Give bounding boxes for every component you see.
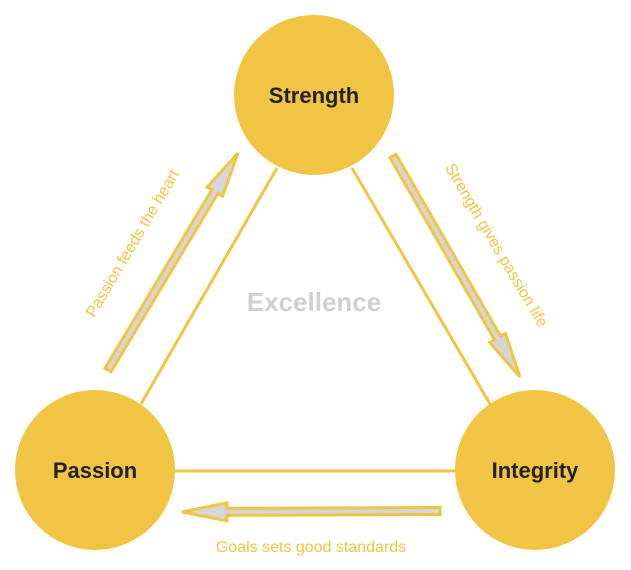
center-label: Excellence — [247, 287, 381, 317]
arrow-left-label: Passion feeds the heart — [83, 167, 183, 321]
line-strength-passion — [139, 167, 279, 405]
connector-lines — [139, 167, 492, 473]
arrow-right-label: Strength gives passion life — [441, 161, 550, 331]
arrow-passion-to-strength — [102, 151, 240, 374]
node-passion-label: Passion — [53, 458, 137, 483]
arrow-strength-to-integrity — [387, 152, 522, 378]
arrow-bottom-label: Goals sets good standards — [216, 539, 406, 556]
node-passion — [15, 390, 175, 550]
line-strength-integrity — [350, 167, 492, 405]
node-integrity — [455, 390, 615, 550]
node-integrity-label: Integrity — [492, 458, 580, 483]
node-strength — [234, 15, 394, 175]
node-strength-label: Strength — [269, 83, 359, 108]
arrow-integrity-to-passion — [181, 500, 442, 523]
